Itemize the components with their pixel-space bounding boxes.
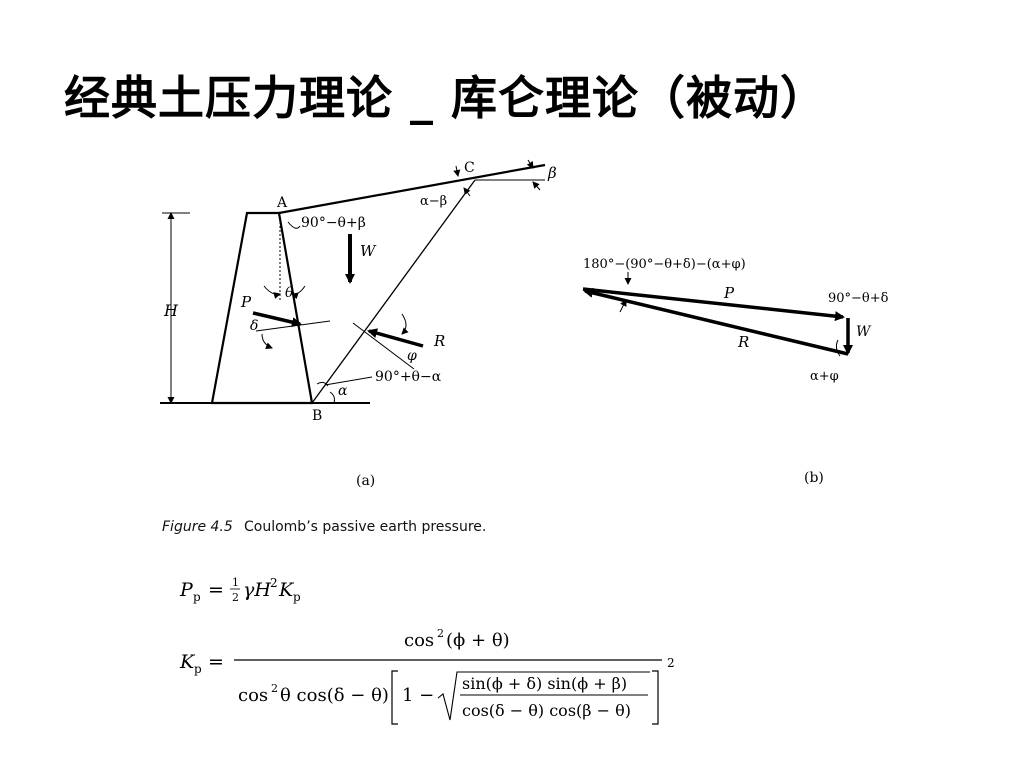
svg-text:p: p bbox=[293, 590, 301, 604]
label-R: R bbox=[433, 332, 445, 350]
figure-b: 180°−(90°−θ+δ)−(α+φ) 90°−θ+δ P W R α+φ (… bbox=[582, 257, 889, 486]
backfill-surface bbox=[278, 163, 546, 215]
svg-text:2: 2 bbox=[667, 656, 675, 670]
failure-plane bbox=[311, 179, 476, 404]
label-polygon-P: P bbox=[723, 284, 735, 302]
svg-text:p: p bbox=[193, 590, 201, 604]
label-W: W bbox=[360, 242, 377, 260]
label-B: B bbox=[312, 408, 322, 424]
svg-text:(ϕ + θ): (ϕ + θ) bbox=[446, 630, 510, 651]
equation-pp: P p = 1 2 γH 2 K p bbox=[179, 576, 301, 604]
svg-text:γH: γH bbox=[243, 579, 271, 601]
svg-text:cos: cos bbox=[238, 685, 268, 706]
label-polygon-W: W bbox=[856, 324, 872, 340]
equations: P p = 1 2 γH 2 K p K p = cos 2 (ϕ + θ) c bbox=[179, 576, 675, 725]
label-delta: δ bbox=[250, 318, 258, 334]
panel-label-b: (b) bbox=[804, 470, 824, 486]
caption-text: Coulomb’s passive earth pressure. bbox=[244, 519, 486, 535]
label-beta: β bbox=[547, 164, 557, 182]
label-phi: φ bbox=[407, 348, 417, 364]
label-angle-right: 90°−θ+δ bbox=[828, 291, 889, 306]
svg-text:K: K bbox=[278, 579, 295, 601]
label-H: H bbox=[163, 301, 179, 320]
polygon-P-arrow bbox=[582, 287, 845, 322]
label-theta: θ bbox=[285, 285, 294, 301]
svg-text:p: p bbox=[194, 662, 202, 676]
svg-text:sin(ϕ + δ) sin(ϕ + β): sin(ϕ + δ) sin(ϕ + β) bbox=[462, 674, 627, 693]
svg-text:1: 1 bbox=[232, 576, 239, 589]
svg-text:2: 2 bbox=[270, 576, 278, 590]
label-C: C bbox=[464, 160, 475, 176]
label-angle-top-left: 180°−(90°−θ+δ)−(α+φ) bbox=[583, 257, 746, 272]
slide-title: 经典土压力理论 _ 库仑理论（被动） bbox=[64, 71, 828, 125]
label-angle-bottom: 90°+θ−α bbox=[375, 369, 442, 385]
force-P-arrow bbox=[252, 311, 302, 328]
label-angle-top: 90°−θ+β bbox=[301, 215, 366, 231]
equation-kp: K p = cos 2 (ϕ + θ) cos 2 θ cos(δ − θ) 2… bbox=[179, 627, 675, 725]
svg-text:P: P bbox=[179, 579, 194, 601]
label-P: P bbox=[240, 293, 252, 311]
svg-text:2: 2 bbox=[271, 682, 278, 695]
caption-figure-number: Figure 4.5 bbox=[162, 519, 233, 535]
figure-a: H A B C 90°−θ+β α−β β θ W P δ bbox=[160, 159, 557, 489]
svg-text:cos: cos bbox=[404, 630, 434, 651]
label-alpha: α bbox=[338, 383, 348, 399]
svg-text:1 −: 1 − bbox=[402, 685, 434, 706]
label-alpha-minus-beta: α−β bbox=[420, 194, 447, 209]
retaining-wall bbox=[210, 211, 314, 405]
svg-text:2: 2 bbox=[232, 591, 239, 604]
svg-text:=: = bbox=[208, 579, 224, 601]
svg-text:2: 2 bbox=[437, 627, 444, 640]
svg-text:=: = bbox=[208, 651, 224, 673]
panel-label-a: (a) bbox=[356, 473, 375, 489]
label-polygon-R: R bbox=[737, 333, 749, 351]
svg-text:cos(δ − θ) cos(β − θ): cos(δ − θ) cos(β − θ) bbox=[462, 701, 631, 720]
label-A: A bbox=[276, 195, 288, 211]
label-angle-bottom-b: α+φ bbox=[810, 369, 839, 384]
svg-text:θ cos(δ − θ): θ cos(δ − θ) bbox=[280, 685, 389, 706]
polygon-R-arrow bbox=[583, 288, 849, 356]
force-R-arrow bbox=[367, 328, 424, 348]
svg-text:K: K bbox=[179, 651, 196, 673]
